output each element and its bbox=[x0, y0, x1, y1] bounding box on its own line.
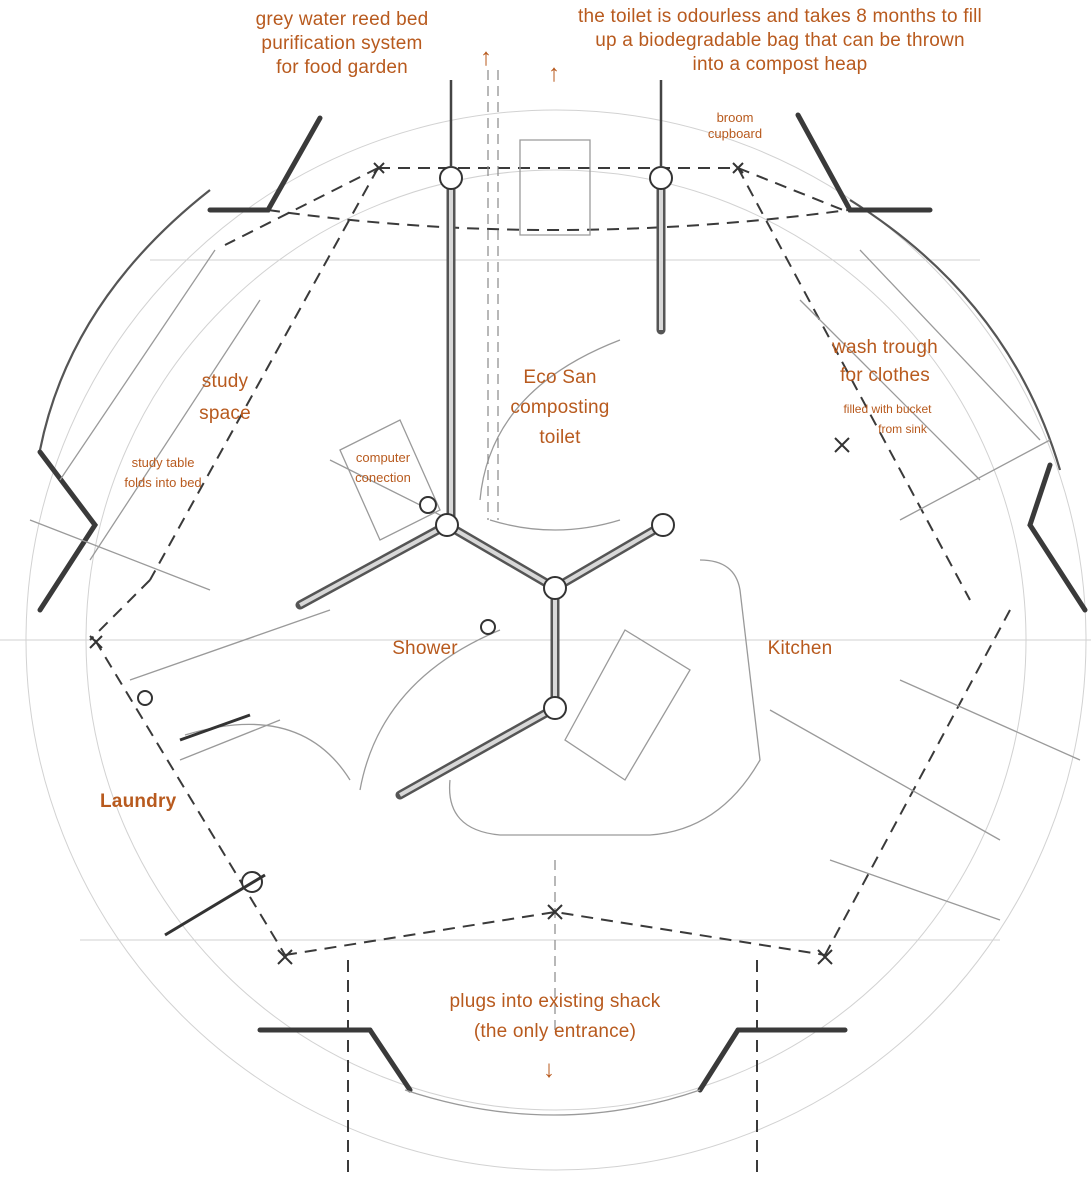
study-table-label: study table folds into bed bbox=[98, 455, 228, 492]
toilet-note-line-1: the toilet is odourless and takes 8 mont… bbox=[578, 6, 982, 27]
up-arrow-icon: ↑ bbox=[548, 60, 560, 87]
study-line-1: study bbox=[201, 371, 249, 392]
pencil-details bbox=[29, 139, 1081, 1116]
dashed-outline bbox=[89, 167, 1011, 1180]
outer-walls bbox=[37, 112, 1088, 1093]
wash-fill-line-1: filled with bucket bbox=[843, 402, 932, 416]
laundry-label: Laundry bbox=[100, 791, 177, 812]
broom-cupboard-label: broom cupboard bbox=[690, 110, 780, 143]
toilet-note-line-3: into a compost heap bbox=[692, 53, 868, 75]
ecosan-line-1: Eco San bbox=[523, 367, 597, 388]
kitchen-label: Kitchen bbox=[767, 638, 833, 659]
ecosan-line-3: toilet bbox=[539, 426, 581, 448]
study-space-label: study space bbox=[180, 370, 270, 426]
broom-line-2: cupboard bbox=[707, 126, 763, 142]
study-table-line-1: study table bbox=[131, 455, 195, 470]
greywater-line-3: for food garden bbox=[276, 56, 408, 78]
wash-line-2: for clothes bbox=[840, 364, 930, 386]
ecosan-line-2: composting bbox=[510, 396, 610, 418]
computer-line-2: conection bbox=[355, 470, 411, 486]
wash-fill-label: filled with bucket from sink bbox=[800, 402, 975, 437]
wash-line-1: wash trough bbox=[832, 337, 938, 358]
top-vertical-lines bbox=[449, 80, 663, 168]
greywater-line-1: grey water reed bed bbox=[255, 9, 429, 30]
construction-lines bbox=[0, 109, 1091, 1171]
shower-label: Shower bbox=[392, 638, 458, 659]
down-arrow-icon: ↓ bbox=[543, 1056, 555, 1083]
wash-trough-label: wash trough for clothes bbox=[800, 336, 970, 388]
wash-fill-line-2: from sink bbox=[878, 422, 927, 436]
entrance-line-1: plugs into existing shack bbox=[449, 991, 661, 1012]
greywater-label: grey water reed bed purification system … bbox=[222, 8, 462, 79]
laundry-shelf bbox=[164, 713, 266, 937]
broom-line-1: broom bbox=[716, 110, 754, 125]
eco-san-label: Eco San composting toilet bbox=[480, 366, 640, 449]
entrance-line-2: (the only entrance) bbox=[473, 1020, 637, 1042]
computer-connection-label: computer conection bbox=[328, 450, 438, 487]
computer-line-1: computer bbox=[355, 450, 411, 465]
greywater-line-2: purification system bbox=[261, 32, 423, 54]
up-arrow-icon: ↑ bbox=[480, 44, 492, 71]
study-line-2: space bbox=[199, 402, 251, 424]
toilet-note-line-2: up a biodegradable bag that can be throw… bbox=[595, 29, 965, 51]
study-table-line-2: folds into bed bbox=[124, 475, 202, 491]
structural-posts bbox=[137, 166, 675, 893]
cross-markers bbox=[89, 162, 850, 965]
entrance-label: plugs into existing shack (the only entr… bbox=[400, 990, 710, 1044]
center-axis bbox=[487, 70, 556, 1030]
outer-arcs bbox=[38, 189, 1062, 471]
toilet-note-label: the toilet is odourless and takes 8 mont… bbox=[510, 5, 1050, 76]
